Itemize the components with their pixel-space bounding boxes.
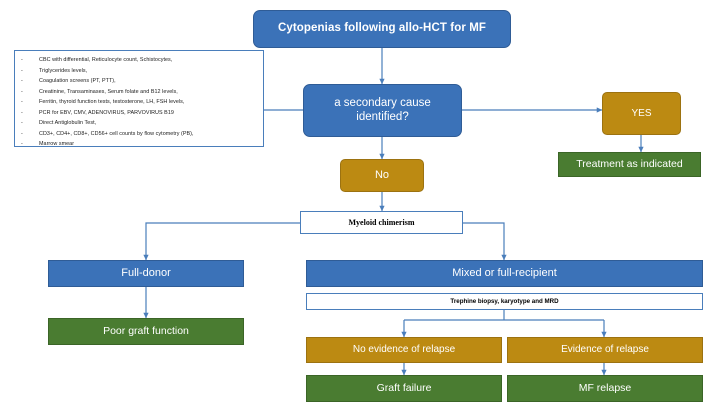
list-item-label: PCR for EBV, CMV, ADENOVIRUS, PARVOVIRUS…: [39, 109, 174, 116]
list-item: - Marrow smear: [21, 139, 261, 150]
list-item-label: Triglycerides levels,: [39, 67, 88, 74]
node-full-donor-label: Full-donor: [121, 267, 171, 280]
decision-label-line1: a secondary cause: [334, 97, 431, 110]
node-poor-graft-label: Poor graft function: [103, 325, 189, 338]
list-item: - CBC with differential, Reticulocyte co…: [21, 55, 261, 66]
node-no-evidence-of-relapse[interactable]: No evidence of relapse: [306, 337, 502, 363]
list-item: - Ferritin, thyroid function tests, test…: [21, 97, 261, 108]
list-item: - Coagulation screens (PT, PTT),: [21, 76, 261, 87]
list-item-label: CD3+, CD4+, CD8+, CD56+ cell counts by f…: [39, 130, 194, 137]
list-bullet: -: [21, 67, 23, 74]
node-treatment-label: Treatment as indicated: [576, 158, 683, 171]
workup-list-box[interactable]: - CBC with differential, Reticulocyte co…: [14, 50, 264, 147]
list-bullet: -: [21, 88, 23, 95]
node-yes[interactable]: YES: [602, 92, 681, 135]
list-bullet: -: [21, 78, 23, 85]
list-item: - PCR for EBV, CMV, ADENOVIRUS, PARVOVIR…: [21, 108, 261, 119]
node-evidence-of-relapse[interactable]: Evidence of relapse: [507, 337, 703, 363]
list-item: - Creatinine, Transaminases, Serum folat…: [21, 87, 261, 98]
node-treatment-as-indicated[interactable]: Treatment as indicated: [558, 152, 701, 177]
node-secondary-cause-decision[interactable]: a secondary cause identified?: [303, 84, 462, 137]
node-relapse-label: Evidence of relapse: [561, 344, 649, 356]
node-full-donor[interactable]: Full-donor: [48, 260, 244, 287]
list-item-label: Creatinine, Transaminases, Serum folate …: [39, 88, 178, 95]
list-bullet: -: [21, 130, 23, 137]
decision-label-line2: identified?: [356, 110, 409, 123]
list-item-label: Ferritin, thyroid function tests, testos…: [39, 99, 185, 106]
list-item: - CD3+, CD4+, CD8+, CD56+ cell counts by…: [21, 129, 261, 140]
node-mf-relapse[interactable]: MF relapse: [507, 375, 703, 402]
list-bullet: -: [21, 109, 23, 116]
node-myeloid-chimerism[interactable]: Myeloid chimerism: [300, 211, 463, 234]
node-cytopenias-title-label: Cytopenias following allo-HCT for MF: [277, 22, 487, 35]
node-trephine-label: Trephine biopsy, karyotype and MRD: [450, 297, 559, 305]
list-item-label: Coagulation screens (PT, PTT),: [39, 78, 116, 85]
list-bullet: -: [21, 141, 23, 148]
list-item-label: Direct Antiglobulin Test,: [39, 120, 97, 127]
list-item-label: CBC with differential, Reticulocyte coun…: [39, 57, 173, 63]
node-no[interactable]: No: [340, 159, 424, 192]
list-item-label: Marrow smear: [39, 141, 75, 148]
node-myeloid-chimerism-label: Myeloid chimerism: [348, 217, 415, 227]
node-mixed-label: Mixed or full-recipient: [452, 267, 557, 280]
node-graft-failure-label: Graft failure: [376, 382, 432, 395]
list-bullet: -: [21, 120, 23, 127]
node-mf-relapse-label: MF relapse: [578, 382, 632, 395]
list-bullet: -: [21, 57, 23, 63]
node-poor-graft-function[interactable]: Poor graft function: [48, 318, 244, 345]
list-item: - Direct Antiglobulin Test,: [21, 118, 261, 129]
wire-chimerism-to-mixed: [463, 222, 507, 261]
node-graft-failure[interactable]: Graft failure: [306, 375, 502, 402]
wire-chimerism-to-full-donor: [143, 222, 300, 261]
node-trephine-biopsy[interactable]: Trephine biopsy, karyotype and MRD: [306, 293, 703, 310]
node-mixed-or-full-recipient[interactable]: Mixed or full-recipient: [306, 260, 703, 287]
node-cytopenias-title[interactable]: Cytopenias following allo-HCT for MF: [253, 10, 511, 48]
list-item: - Triglycerides levels,: [21, 66, 261, 77]
node-yes-label: YES: [631, 107, 652, 119]
node-no-relapse-label: No evidence of relapse: [352, 344, 456, 356]
node-no-label: No: [374, 169, 390, 182]
list-bullet: -: [21, 99, 23, 106]
